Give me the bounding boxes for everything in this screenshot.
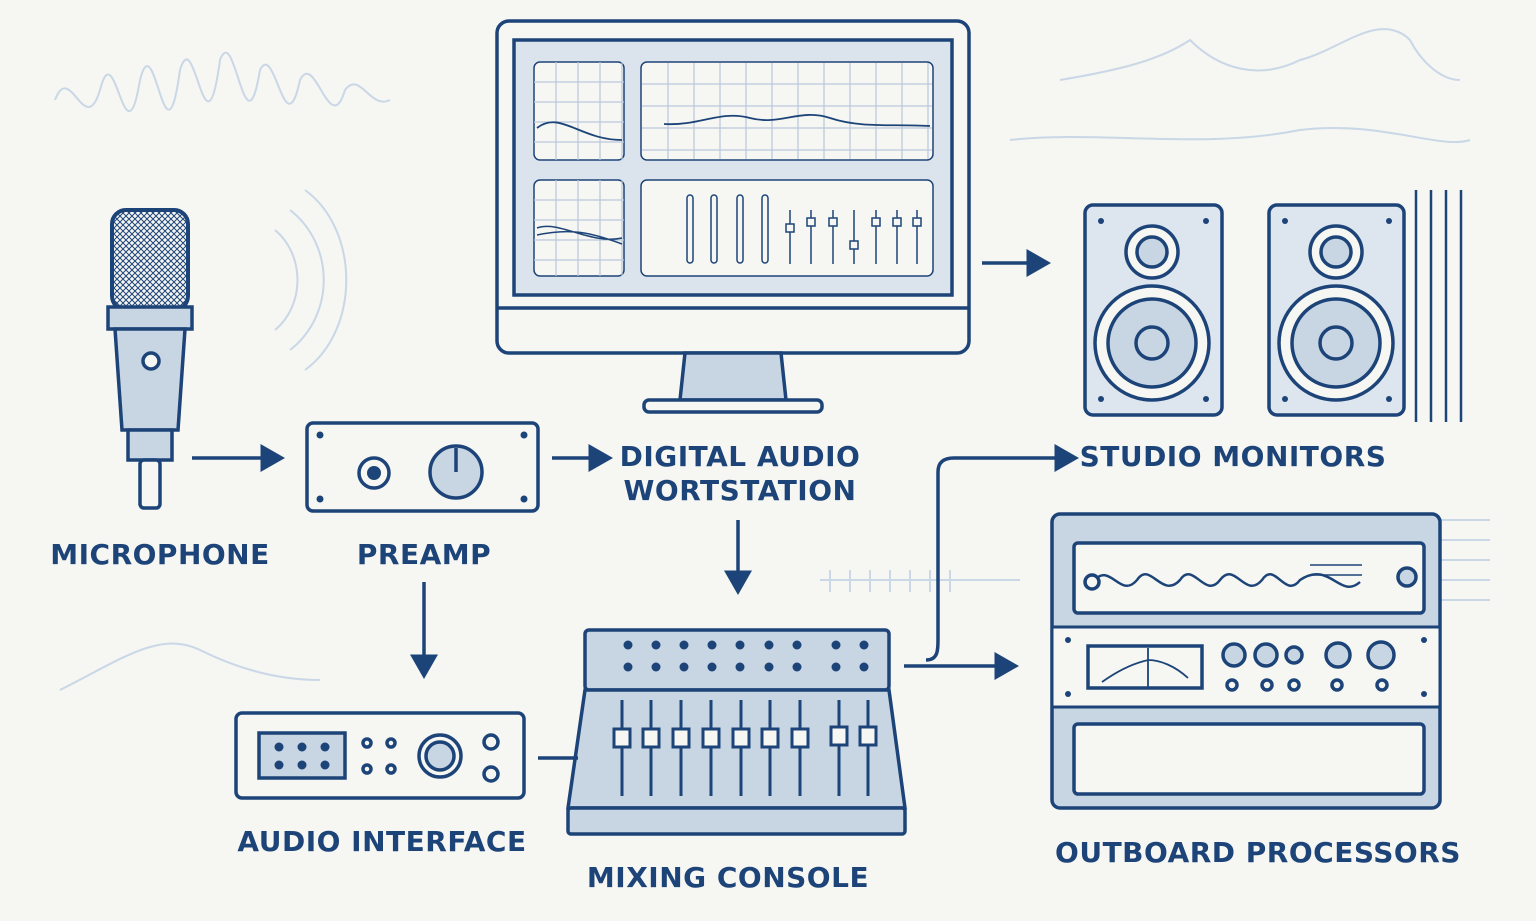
console-knob bbox=[651, 662, 661, 672]
console-knob bbox=[859, 640, 869, 650]
outboard-button bbox=[1260, 678, 1274, 692]
speaker-right bbox=[1267, 203, 1406, 417]
mixing-console-illustration bbox=[565, 628, 908, 836]
console-knob bbox=[859, 662, 869, 672]
studio-monitors-illustration bbox=[1083, 190, 1463, 422]
daw-fader-cap bbox=[871, 217, 881, 227]
daw-fader-cap bbox=[806, 217, 816, 227]
console-fader-cap bbox=[731, 727, 751, 749]
console-fader-cap bbox=[671, 727, 691, 749]
outboard-knob bbox=[1253, 642, 1279, 668]
outboard-processors-label: OUTBOARD PROCESSORS bbox=[1055, 836, 1461, 869]
daw-fader-cap bbox=[828, 217, 838, 227]
console-knob bbox=[735, 640, 745, 650]
rack-screw bbox=[1065, 691, 1071, 697]
daw-fader-slot bbox=[761, 194, 769, 264]
console-knob bbox=[707, 662, 717, 672]
daw-fader-slot bbox=[686, 194, 694, 264]
daw-fader-slot bbox=[736, 194, 744, 264]
studio-monitors-label: STUDIO MONITORS bbox=[1080, 440, 1387, 473]
daw-label-line1: DIGITAL AUDIO bbox=[620, 440, 861, 473]
console-knob bbox=[735, 662, 745, 672]
console-knob bbox=[623, 640, 633, 650]
console-knob bbox=[679, 640, 689, 650]
daw-fader-slot bbox=[710, 194, 718, 264]
rack-screw bbox=[1421, 637, 1427, 643]
daw-fader-cap bbox=[785, 223, 795, 233]
console-knob bbox=[764, 662, 774, 672]
microphone-label: MICROPHONE bbox=[50, 538, 270, 571]
outboard-processors-illustration bbox=[1050, 512, 1442, 810]
console-fader-cap bbox=[829, 725, 849, 747]
outboard-button bbox=[1225, 678, 1239, 692]
microphone-illustration bbox=[106, 208, 194, 510]
console-fader-cap bbox=[641, 727, 661, 749]
daw-computer-illustration bbox=[495, 19, 971, 414]
console-knob bbox=[831, 662, 841, 672]
console-fader-cap bbox=[701, 727, 721, 749]
console-knob bbox=[792, 662, 802, 672]
console-fader-cap bbox=[760, 727, 780, 749]
daw-label-line2: WORTSTATION bbox=[624, 474, 857, 507]
speaker-left bbox=[1083, 203, 1224, 417]
console-fader-cap bbox=[612, 727, 632, 749]
console-fader-cap bbox=[790, 727, 810, 749]
daw-fader-cap bbox=[892, 217, 902, 227]
daw-fader-cap bbox=[912, 217, 922, 227]
preamp-label: PREAMP bbox=[357, 538, 491, 571]
rack-screw bbox=[1065, 637, 1071, 643]
outboard-knob bbox=[1324, 641, 1352, 669]
console-knob bbox=[792, 640, 802, 650]
outboard-knob bbox=[1284, 645, 1304, 665]
mixing-console-label: MIXING CONSOLE bbox=[587, 861, 869, 894]
daw-fader-cap bbox=[849, 240, 859, 250]
console-knob bbox=[764, 640, 774, 650]
preamp-illustration bbox=[305, 421, 540, 513]
arrow-console-to-monitors bbox=[925, 444, 1079, 662]
background-waves bbox=[54, 28, 1490, 691]
outboard-button bbox=[1375, 678, 1389, 692]
outboard-knob bbox=[1366, 640, 1396, 670]
outboard-button bbox=[1330, 678, 1344, 692]
rack-screw bbox=[1421, 691, 1427, 697]
console-knob bbox=[707, 640, 717, 650]
outboard-knob bbox=[1221, 642, 1247, 668]
console-knob bbox=[623, 662, 633, 672]
outboard-button bbox=[1287, 678, 1301, 692]
audio-interface-label: AUDIO INTERFACE bbox=[237, 825, 526, 858]
console-knob bbox=[679, 662, 689, 672]
console-fader-cap bbox=[858, 725, 878, 747]
console-knob bbox=[651, 640, 661, 650]
console-knob bbox=[831, 640, 841, 650]
audio-interface-illustration bbox=[234, 711, 526, 800]
signal-flow-arrows bbox=[192, 249, 1079, 760]
